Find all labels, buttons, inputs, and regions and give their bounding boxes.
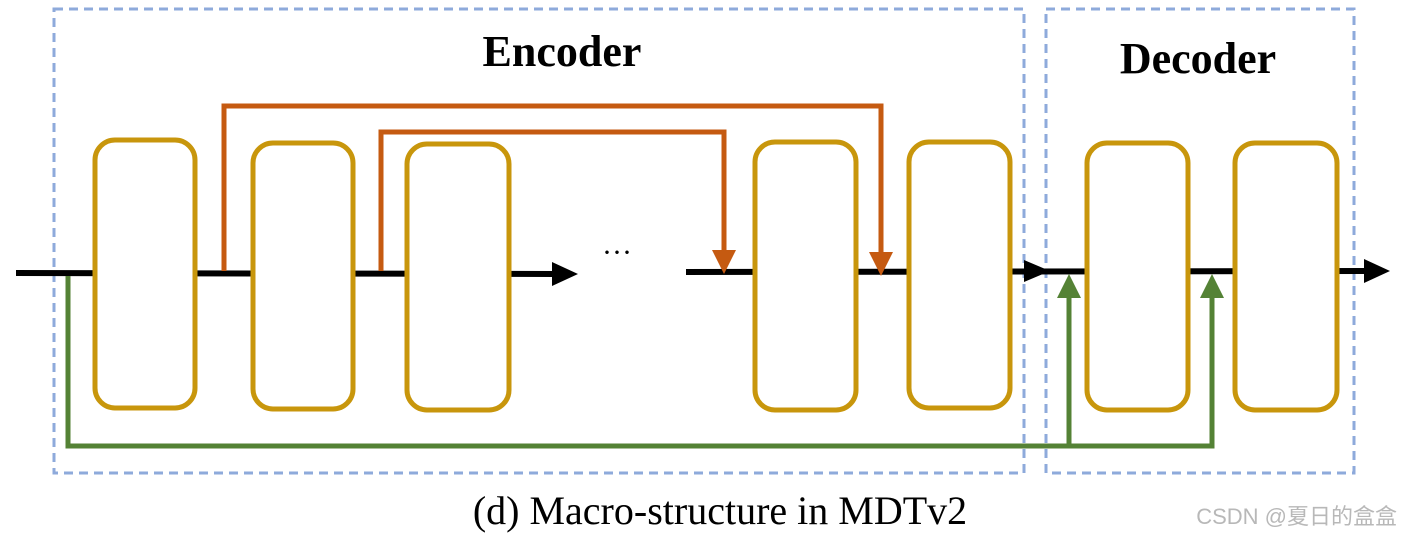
outer-skip-connection	[221, 103, 893, 276]
encoder-region	[52, 7, 1026, 475]
encoder-block-2	[250, 140, 356, 412]
long-skip-connection	[65, 274, 1224, 449]
ellipsis-label: ···	[602, 236, 632, 269]
figure-caption: (d) Macro-structure in MDTv2	[473, 488, 967, 533]
decoder-block-1	[1084, 140, 1191, 413]
encoder-block-4	[752, 139, 859, 413]
inner-skip-connection	[378, 129, 736, 274]
csdn-watermark: CSDN @夏日的盒盒	[1196, 504, 1397, 529]
encoder-block-1	[92, 137, 198, 411]
encoder-title: Encoder	[483, 27, 642, 76]
encoder-block-5	[906, 139, 1013, 411]
decoder-block-2	[1232, 140, 1340, 413]
decoder-title: Decoder	[1120, 34, 1276, 83]
encoder-block-3	[404, 141, 512, 413]
decoder-region	[1044, 7, 1356, 475]
